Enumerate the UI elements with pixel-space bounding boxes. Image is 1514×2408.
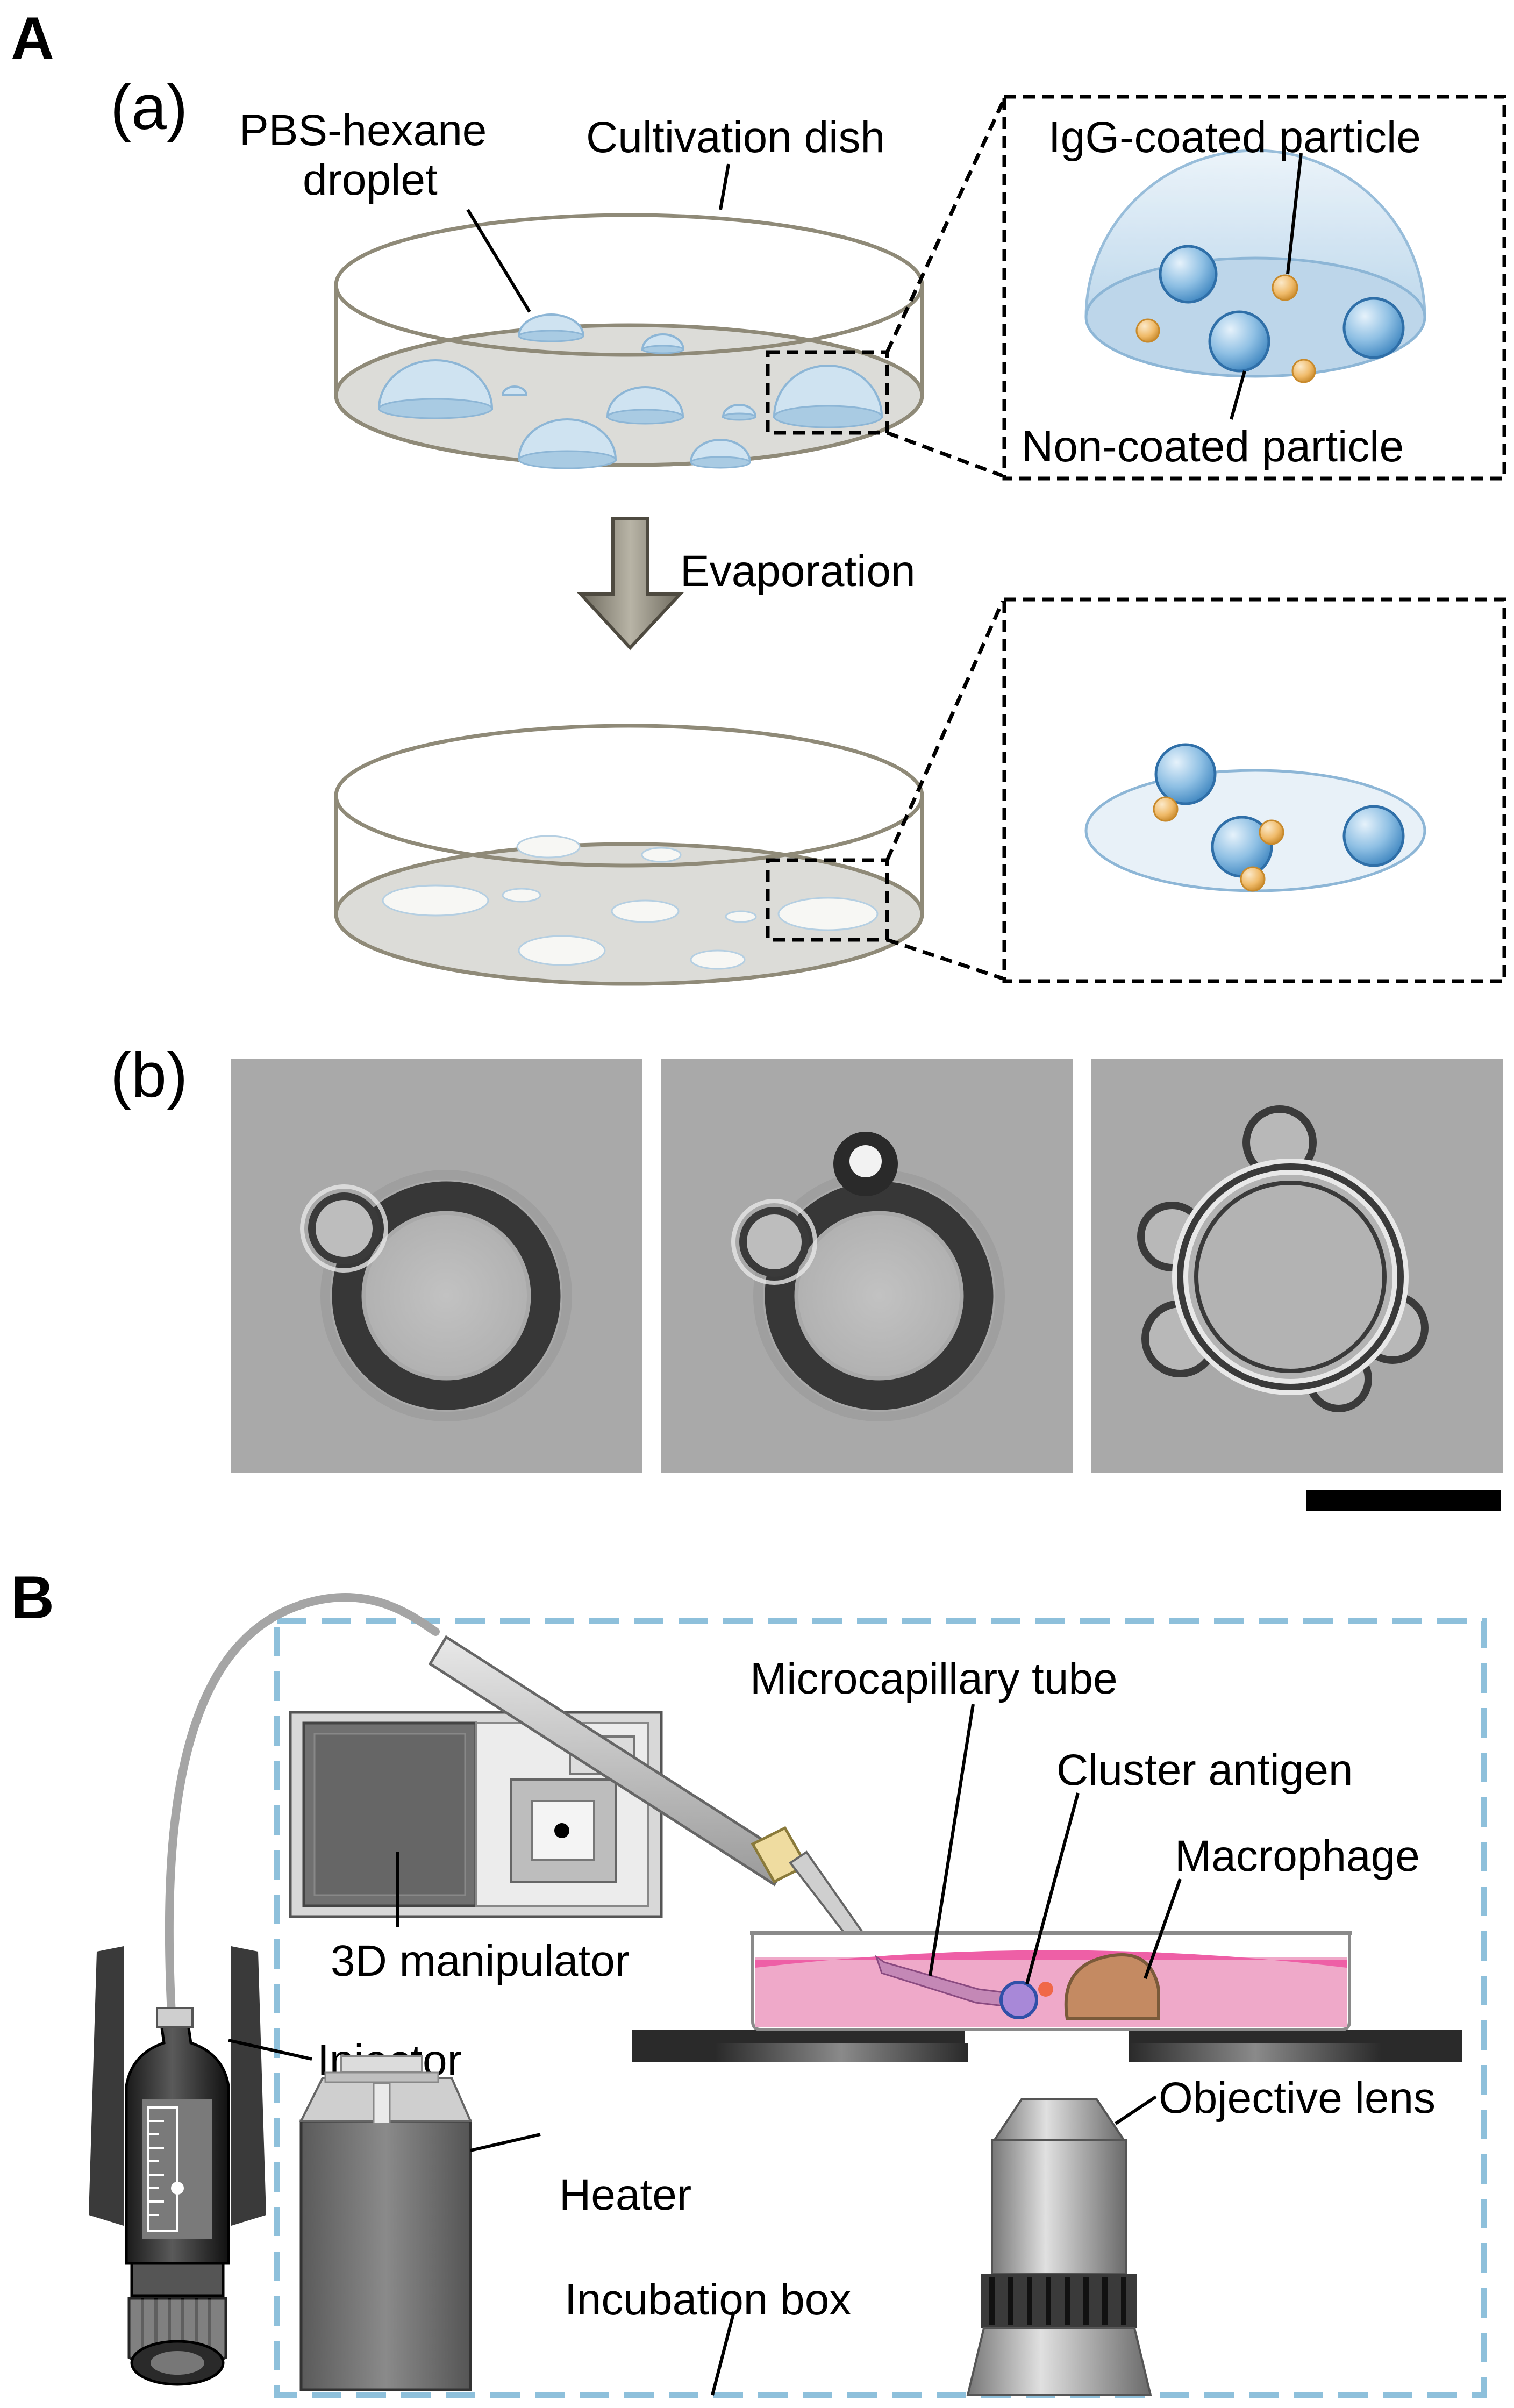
- label-microcapillary-tube: Microcapillary tube: [750, 1654, 1118, 1703]
- heater: [299, 2055, 473, 2391]
- petri-dish: [750, 1931, 1352, 2031]
- micrograph-2: [661, 1059, 1073, 1473]
- igg-particle: [1136, 318, 1160, 343]
- injector: [89, 1946, 266, 2386]
- noncoated-particle: [1208, 310, 1270, 373]
- subpanel-b-label: (b): [110, 1040, 188, 1111]
- zoom-box-bottom: [766, 858, 889, 942]
- microscope-stage: [632, 2030, 1462, 2062]
- dried-droplet-detail: [1084, 743, 1426, 892]
- label-droplet: droplet: [303, 155, 438, 204]
- zoom-box-top: [766, 350, 889, 435]
- injector-tube: [165, 1593, 440, 2028]
- cluster-antigen-particle: [1038, 1982, 1053, 1997]
- micrograph-3: [1091, 1059, 1503, 1473]
- label-cluster-antigen: Cluster antigen: [1056, 1746, 1353, 1795]
- panel-b-label: B: [11, 1564, 54, 1631]
- igg-particle: [1291, 359, 1316, 383]
- micrograph-1: [231, 1059, 642, 1473]
- label-non-coated: Non-coated particle: [1022, 422, 1404, 471]
- label-cultivation-dish: Cultivation dish: [586, 113, 885, 162]
- label-igg-coated: IgG-coated particle: [1048, 113, 1421, 162]
- cluster-antigen: [999, 1981, 1038, 2019]
- label-evaporation: Evaporation: [680, 547, 916, 596]
- evaporation-arrow: [577, 517, 684, 651]
- noncoated-particle: [1342, 297, 1405, 359]
- noncoated-particle: [1159, 245, 1218, 304]
- cultivation-dish-bottom: [334, 724, 924, 986]
- label-incubation-box: Incubation box: [565, 2275, 851, 2324]
- label-3d-manipulator: 3D manipulator: [331, 1937, 630, 1985]
- label-objective-lens: Objective lens: [1159, 2074, 1436, 2123]
- macrophage: [1064, 1953, 1160, 2020]
- droplet-dome-detail: [1084, 149, 1426, 383]
- label-heater: Heater: [559, 2170, 691, 2219]
- incubation-box: [274, 1618, 1487, 2398]
- igg-particle: [1272, 274, 1298, 301]
- subpanel-a-label: (a): [110, 72, 188, 143]
- scale-bar: [1306, 1490, 1501, 1511]
- panel-a-label: A: [11, 5, 54, 72]
- label-pbs-hexane: PBS-hexane: [239, 106, 487, 155]
- manipulator-3d: [289, 1711, 663, 1918]
- cultivation-dish-top: [334, 213, 924, 469]
- label-macrophage: Macrophage: [1175, 1832, 1420, 1881]
- objective-lens: [966, 2098, 1152, 2396]
